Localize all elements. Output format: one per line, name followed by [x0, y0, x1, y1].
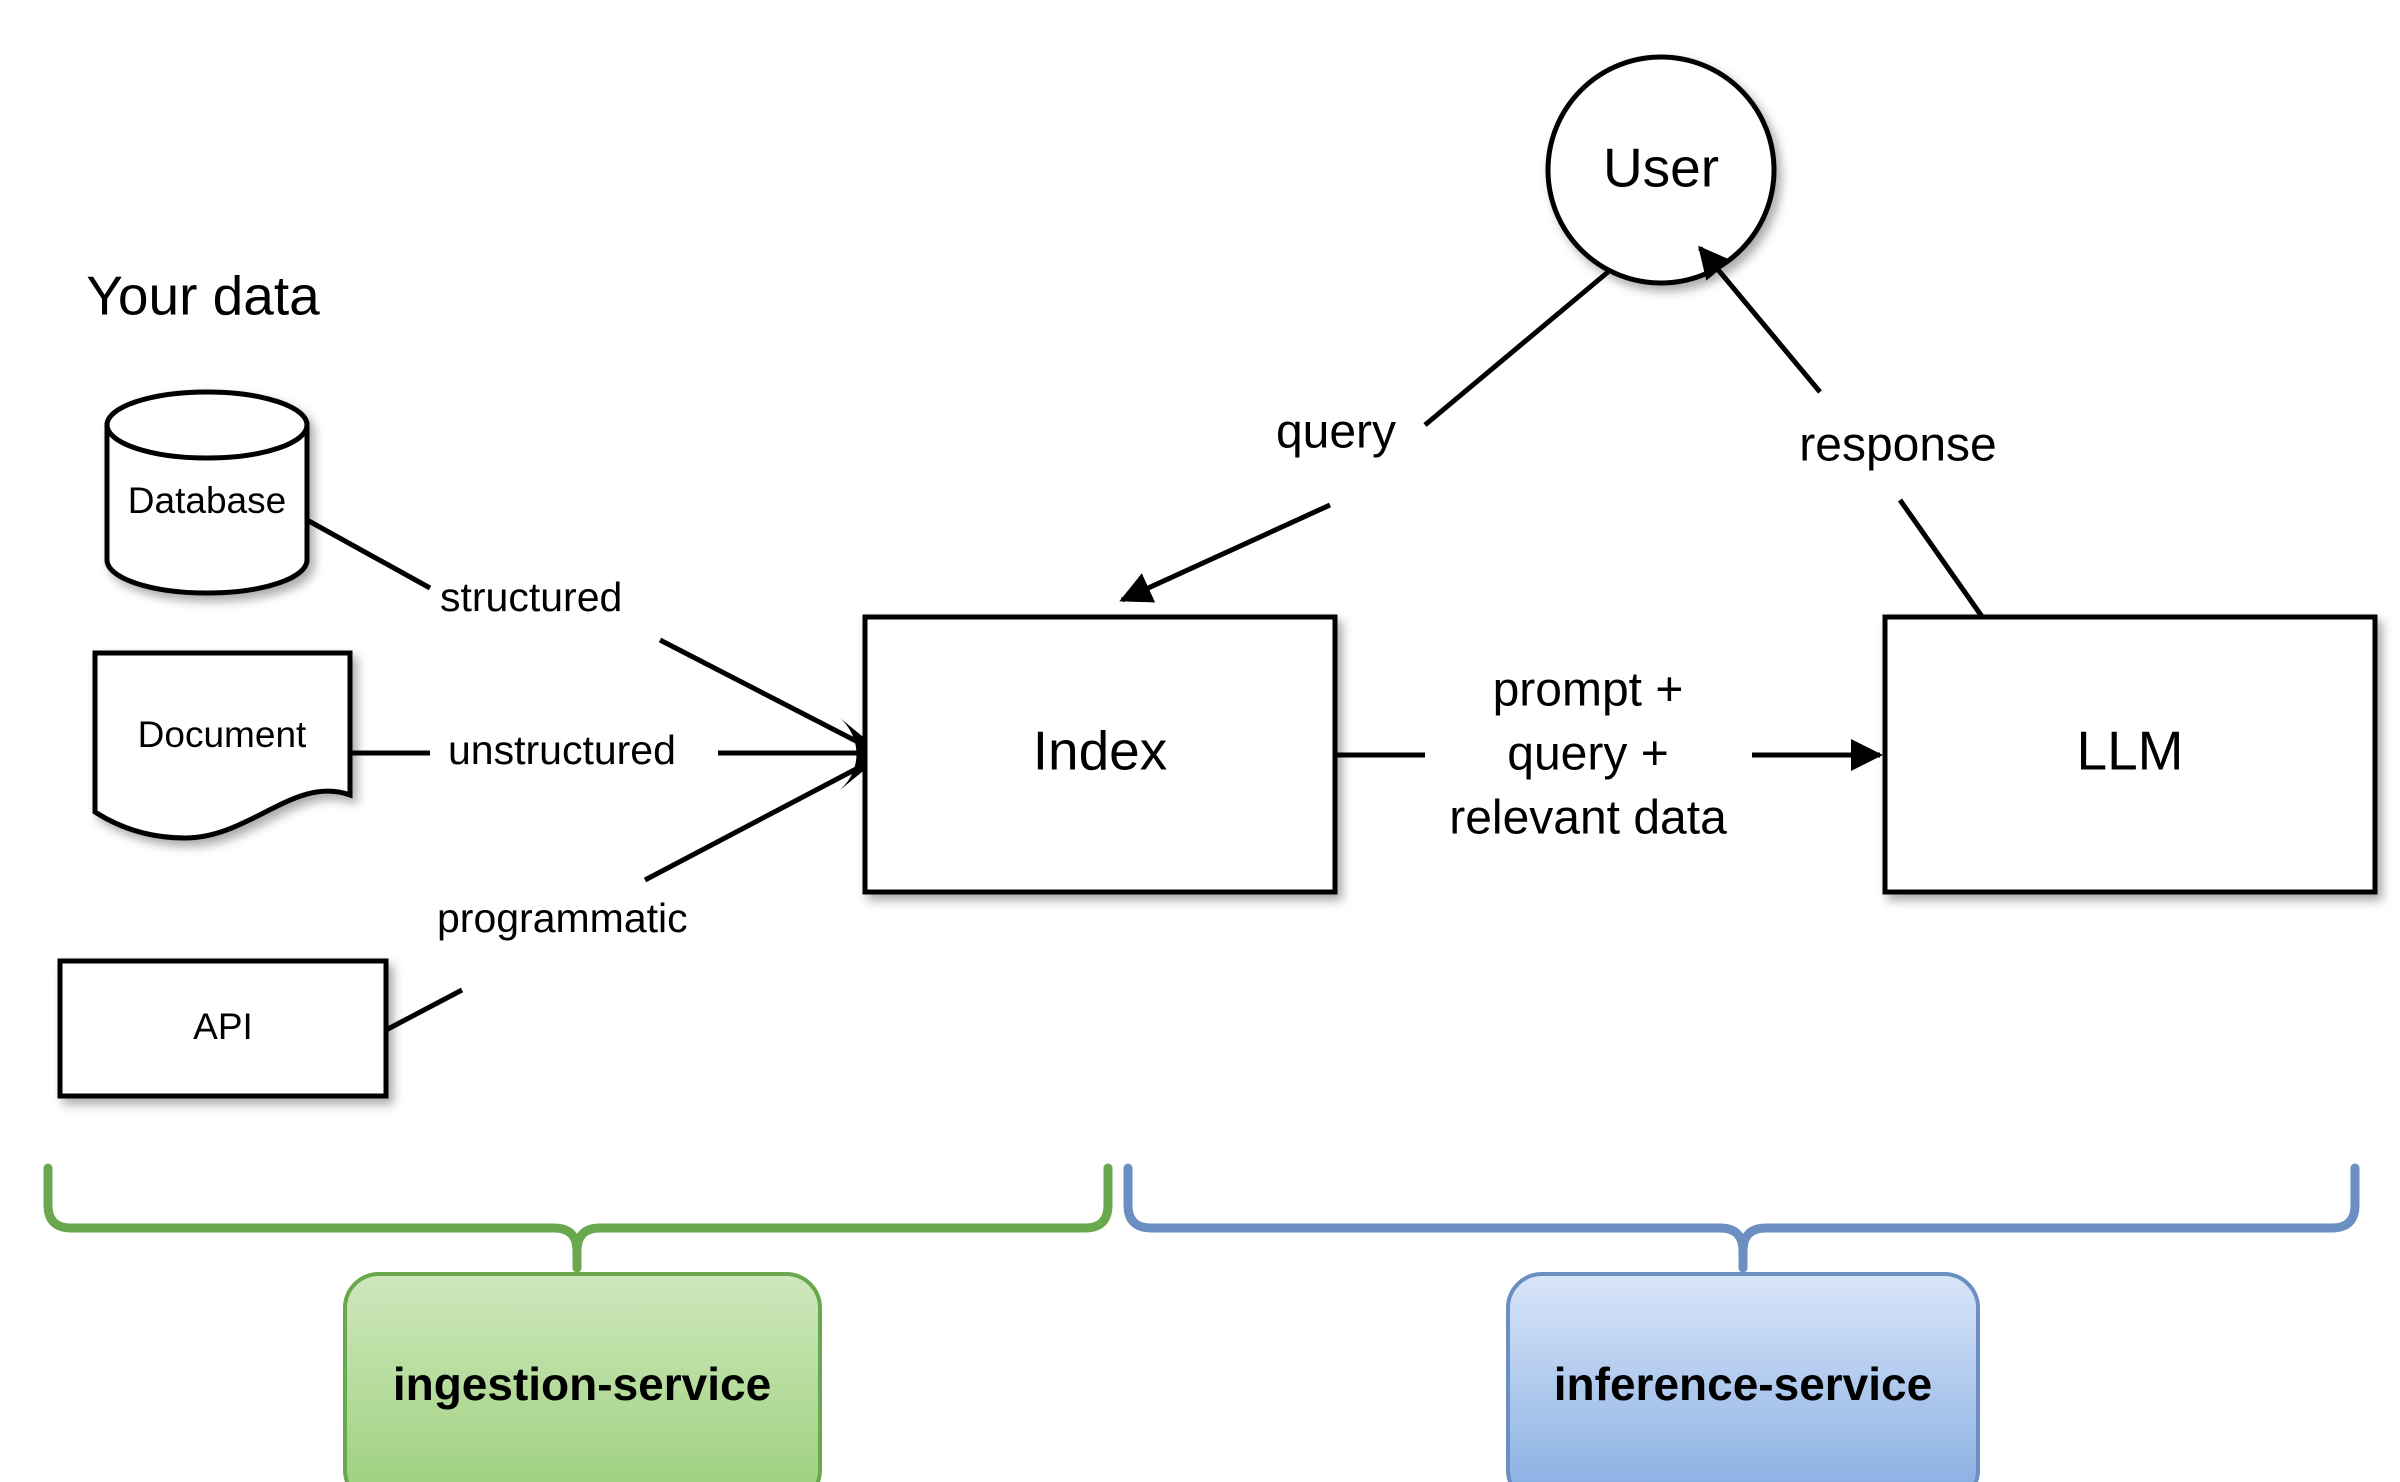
page-title: Your data	[86, 265, 320, 327]
edge-label-query: query	[1276, 406, 1396, 459]
edge-response-to-user	[1698, 245, 1822, 394]
edge-label-structured: structured	[440, 574, 622, 620]
edge-label-programmatic: programmatic	[437, 895, 688, 941]
edge-llm-to-response	[1897, 498, 1986, 620]
service-label-ingestion: ingestion-service	[393, 1358, 771, 1410]
source-label-database: Database	[128, 480, 286, 521]
node-label-index: Index	[1033, 720, 1168, 782]
service-box-inference[interactable]	[1506, 1272, 1980, 1482]
service-box-ingestion[interactable]	[343, 1272, 822, 1482]
edge-structured-to-index	[658, 637, 860, 745]
edge-query-to-index	[1119, 502, 1332, 603]
source-label-api: API	[193, 1006, 253, 1047]
edge-label-prompt-line-3: relevant data	[1449, 792, 1727, 845]
edge-programmatic-to-index	[643, 765, 860, 883]
edge-api-to-programmatic	[384, 987, 464, 1033]
service-label-inference: inference-service	[1554, 1358, 1932, 1410]
source-node-database[interactable]	[104, 389, 310, 596]
node-label-llm: LLM	[2077, 720, 2184, 782]
node-user[interactable]	[1545, 54, 1777, 286]
node-llm[interactable]	[1882, 614, 2378, 895]
edge-database-to-structured	[305, 517, 432, 591]
edge-user-to-query	[1423, 270, 1610, 427]
edge-label-prompt-line-1: prompt +	[1493, 664, 1684, 717]
edge-label-response: response	[1799, 419, 1996, 472]
node-index[interactable]	[862, 614, 1338, 895]
bracket-inference	[1123, 1163, 2360, 1273]
source-node-api[interactable]	[57, 958, 389, 1099]
node-label-user: User	[1603, 137, 1719, 199]
source-label-document: Document	[138, 714, 307, 755]
edge-label-unstructured: unstructured	[448, 727, 676, 773]
index-input-arrowhead	[840, 718, 884, 790]
source-node-document[interactable]	[92, 650, 353, 841]
edge-label-prompt-line-2: query +	[1507, 728, 1668, 781]
bracket-ingestion	[43, 1163, 1113, 1273]
